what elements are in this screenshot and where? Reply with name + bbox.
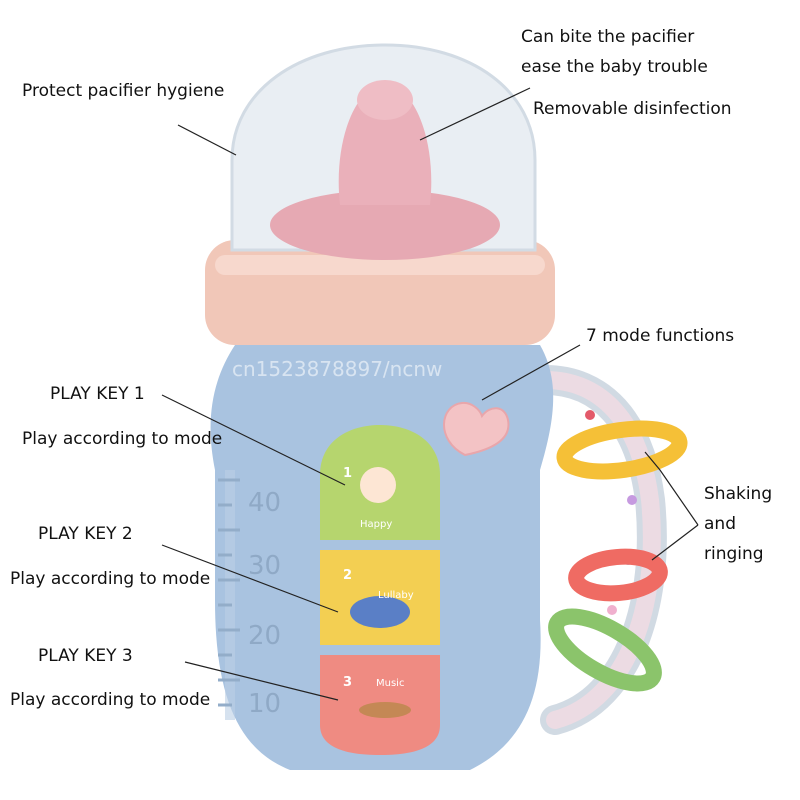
ring-red (568, 548, 668, 602)
key2-label: Lullaby (378, 590, 414, 601)
key3-label: Music (376, 678, 405, 689)
callout-key1-title: PLAY KEY 1 (50, 384, 145, 404)
key1-number: 1 (343, 466, 353, 481)
pacifier-nipple (338, 85, 432, 205)
key3-number: 3 (343, 675, 353, 690)
scale-10: 10 (248, 689, 282, 719)
key1-label: Happy (360, 519, 393, 530)
ring-yellow (556, 420, 688, 480)
callout-key2-title: PLAY KEY 2 (38, 524, 133, 544)
key2-number: 2 (343, 568, 353, 583)
heart-icon (443, 401, 510, 457)
scale-30: 30 (248, 551, 282, 581)
ring-green (548, 608, 662, 692)
callout-key3-title: PLAY KEY 3 (38, 646, 133, 666)
callout-shaking-line3: ringing (704, 544, 764, 564)
callout-key2-desc: Play according to mode (10, 569, 211, 589)
scale-40: 40 (248, 488, 282, 518)
callout-shaking-line2: and (704, 514, 736, 534)
play-key-1-button (320, 425, 440, 540)
callout-bite-line2: ease the baby trouble (521, 57, 708, 77)
play-key-3-button (320, 655, 440, 755)
callout-removable: Removable disinfection (533, 99, 732, 119)
callout-key3-desc: Play according to mode (10, 690, 211, 710)
callout-key1-desc: Play according to mode (22, 429, 223, 449)
callout-bite-line1: Can bite the pacifier (521, 27, 695, 47)
watermark-text: cn1523878897/ncnw (232, 357, 443, 381)
callout-modes: 7 mode functions (586, 326, 735, 346)
callout-hygiene: Protect pacifier hygiene (22, 81, 225, 101)
callout-shaking-line1: Shaking (704, 484, 773, 504)
scale-20: 20 (248, 621, 282, 651)
